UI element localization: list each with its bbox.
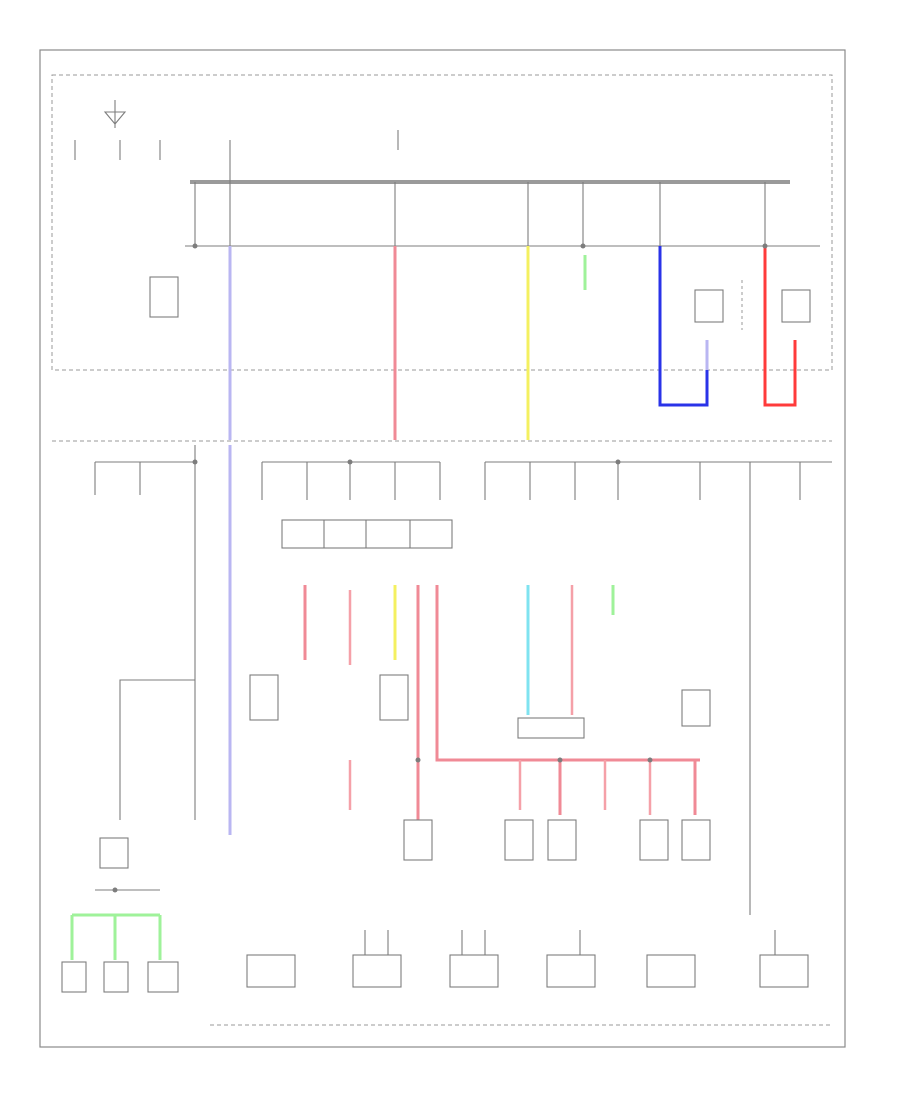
bottom-modules [246, 930, 809, 988]
component-b [379, 674, 409, 721]
relay-component-2 [781, 289, 811, 323]
wire-green-left [70, 913, 162, 960]
bottom-left-components [61, 961, 179, 993]
fuse-drops [194, 182, 766, 246]
switch-wire [119, 679, 195, 820]
junction-dots [112, 243, 768, 893]
upper-section-frame [51, 74, 833, 371]
ground-symbol [103, 100, 127, 128]
wire-light-red-loop [763, 246, 797, 407]
wire-red-branch [435, 585, 700, 762]
component-right [681, 689, 711, 727]
top-left-fuses [74, 140, 161, 160]
component-a [249, 674, 279, 721]
wire-blue-loop [658, 246, 709, 407]
fuse-box-component [149, 276, 179, 318]
relay-row [281, 519, 453, 549]
lower-components [99, 819, 711, 869]
outer-frame [39, 49, 846, 1048]
relay-component-1 [694, 289, 724, 323]
module-center [517, 717, 585, 739]
lower-fuse-drops [94, 445, 801, 915]
